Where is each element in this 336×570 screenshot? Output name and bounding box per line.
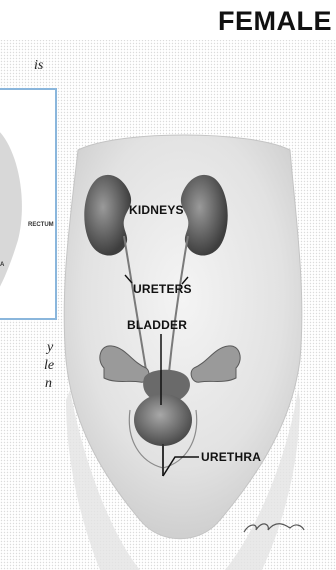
side-text-top: is [34,58,43,74]
inset-illustration [0,90,55,318]
bladder-organ [134,394,192,446]
side-text-line-1: y [47,340,53,356]
right-kidney [181,175,228,256]
label-urethra: URETHRA [201,450,261,464]
page-title: FEMALE [218,6,332,37]
side-text-line-3: n [45,376,52,392]
side-text-line-2: le [44,358,54,374]
left-kidney [84,175,131,256]
label-ureters: URETERS [133,282,192,296]
inset-panel: RECTUM A [0,88,57,320]
inset-label-fragment: A [0,262,4,268]
label-bladder: BLADDER [127,318,187,332]
inset-label-rectum: RECTUM [28,222,54,228]
label-kidneys: KIDNEYS [129,203,184,217]
